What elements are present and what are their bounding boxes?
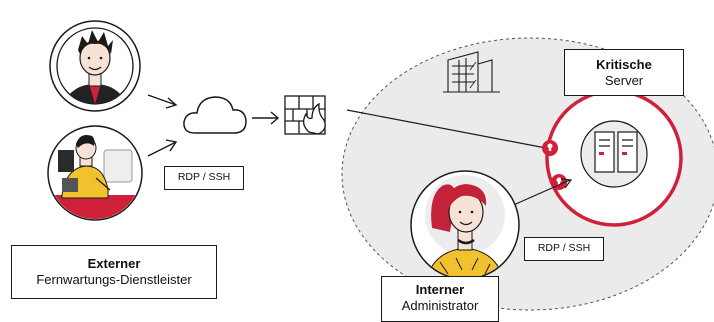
external-person-avatar-icon: [49, 20, 141, 112]
arrow-cloud-to-firewall: [252, 111, 280, 125]
connection-admin-to-server: [508, 178, 573, 208]
cloud-icon: [183, 96, 247, 134]
internal-title: Interner: [415, 282, 465, 297]
lock-icon-firewall-path: [542, 140, 558, 156]
server-subtitle: Server: [604, 73, 644, 88]
firewall-icon: [284, 95, 326, 135]
server-title: Kritische: [596, 57, 652, 72]
rdp-ssh-label-external: RDP / SSH: [164, 166, 244, 190]
arrow-person-to-cloud: [147, 94, 178, 109]
arrow-worker-to-cloud: [147, 139, 178, 157]
critical-server-box: Kritische Server: [564, 49, 684, 96]
internal-admin-box: Interner Administrator: [381, 276, 499, 322]
external-provider-box: Externer Fernwartungs-Dienstleister: [11, 245, 217, 299]
external-subtitle: Fernwartungs-Dienstleister: [36, 272, 192, 287]
internal-subtitle: Administrator: [401, 298, 479, 313]
rdp-ssh-label-internal: RDP / SSH: [524, 237, 604, 261]
external-title: Externer: [87, 256, 141, 271]
building-icon: [443, 51, 500, 93]
remote-worker-avatar-icon: [47, 125, 143, 221]
server-icon: [594, 131, 638, 173]
